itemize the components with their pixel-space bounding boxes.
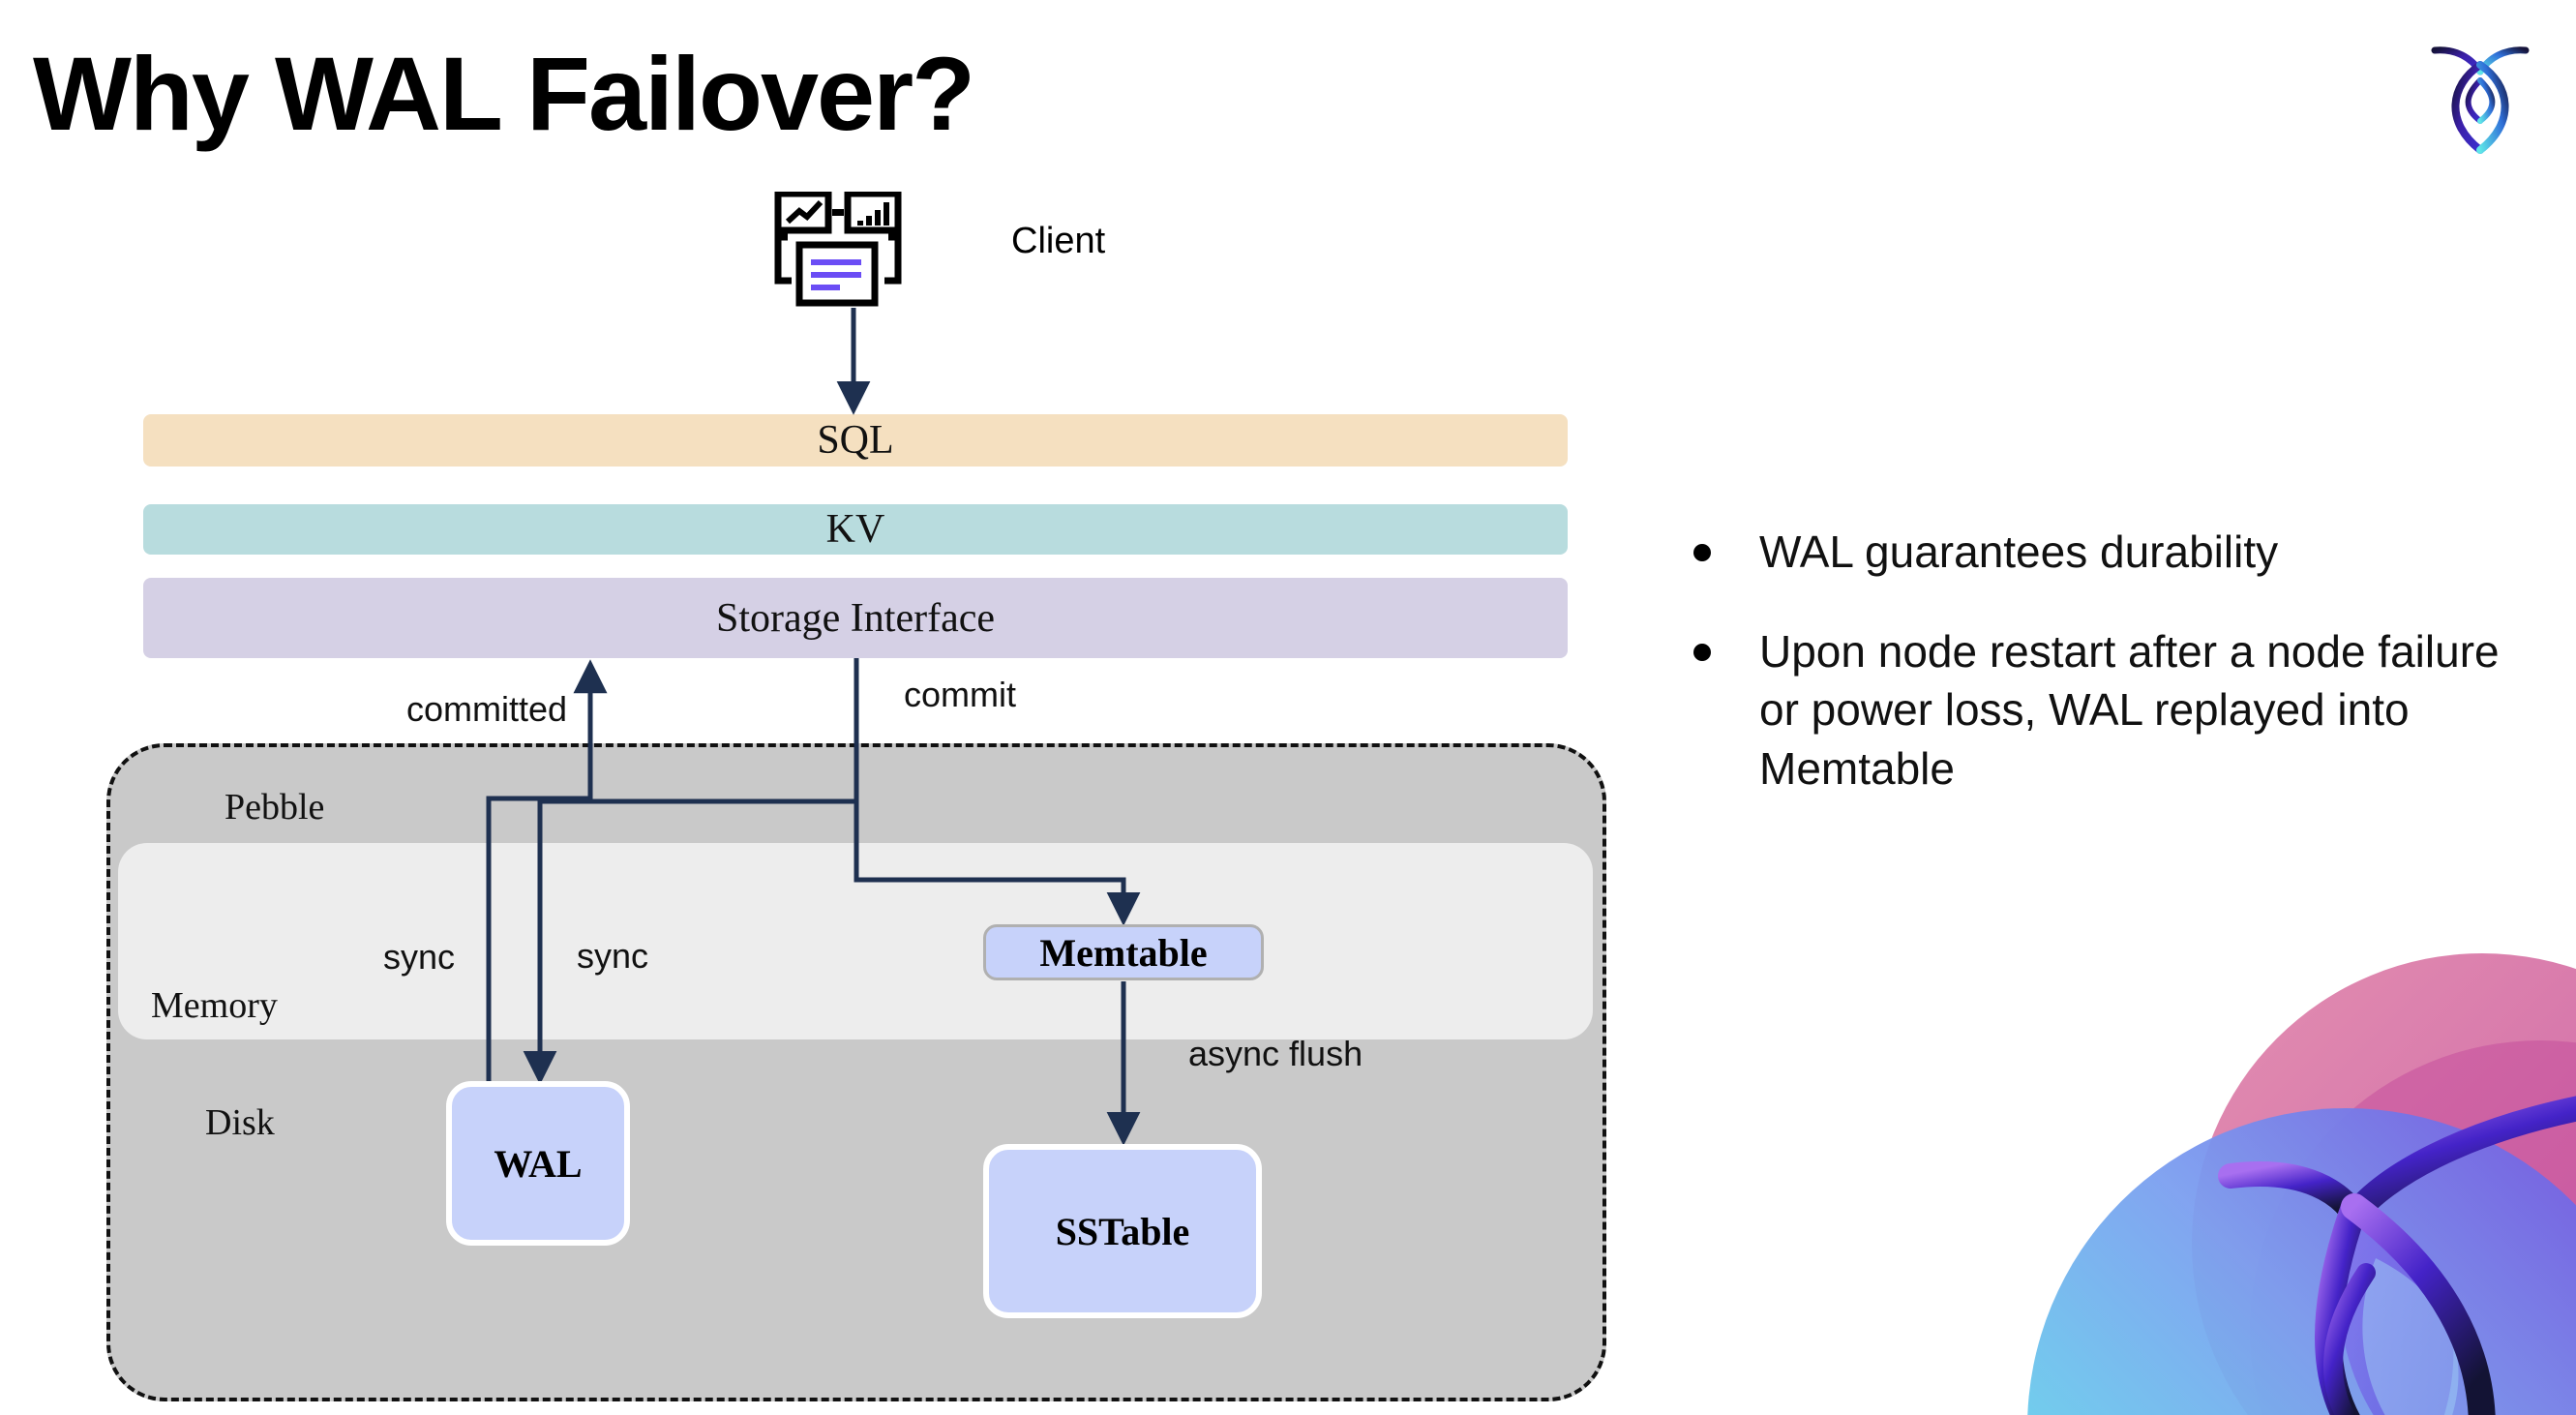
layer-bar-storage: Storage Interface bbox=[143, 578, 1568, 658]
node-label-memtable: Memtable bbox=[1039, 930, 1208, 975]
memory-band bbox=[118, 843, 1593, 1039]
page-title: Why WAL Failover? bbox=[33, 35, 975, 152]
layer-label-storage: Storage Interface bbox=[716, 595, 995, 641]
disk-label: Disk bbox=[205, 1102, 275, 1143]
bullet-text: WAL guarantees durability bbox=[1759, 527, 2279, 577]
layer-label-sql: SQL bbox=[817, 418, 894, 463]
client-label: Client bbox=[1011, 221, 1106, 261]
bullet-list: WAL guarantees durability Upon node rest… bbox=[1693, 523, 2526, 839]
layer-label-kv: KV bbox=[825, 507, 885, 552]
node-wal: WAL bbox=[446, 1081, 630, 1246]
pebble-label: Pebble bbox=[225, 787, 325, 828]
pebble-container bbox=[106, 743, 1606, 1401]
bullet-dot-icon bbox=[1693, 643, 1711, 661]
cockroachdb-logo-icon bbox=[2411, 21, 2549, 157]
edge-label-committed: committed bbox=[406, 689, 568, 729]
node-memtable: Memtable bbox=[983, 924, 1264, 980]
edge-label-async-flush: async flush bbox=[1188, 1034, 1363, 1073]
memory-label: Memory bbox=[151, 985, 278, 1026]
client-terminal-icon bbox=[774, 190, 929, 308]
bullet-text: Upon node restart after a node failure o… bbox=[1759, 625, 2500, 795]
node-sstable: SSTable bbox=[983, 1144, 1262, 1318]
edge-label-commit: commit bbox=[904, 675, 1016, 714]
node-label-wal: WAL bbox=[494, 1141, 583, 1186]
layer-bar-kv: KV bbox=[143, 504, 1568, 555]
list-item: WAL guarantees durability bbox=[1693, 523, 2526, 582]
edge-label-sync-1: sync bbox=[383, 937, 456, 977]
node-label-sstable: SSTable bbox=[1055, 1209, 1190, 1253]
layer-bar-sql: SQL bbox=[143, 414, 1568, 467]
edge-label-sync-2: sync bbox=[577, 936, 649, 976]
cockroachdb-decorative-artwork bbox=[1940, 924, 2576, 1415]
list-item: Upon node restart after a node failure o… bbox=[1693, 622, 2526, 798]
bullet-dot-icon bbox=[1693, 544, 1711, 561]
